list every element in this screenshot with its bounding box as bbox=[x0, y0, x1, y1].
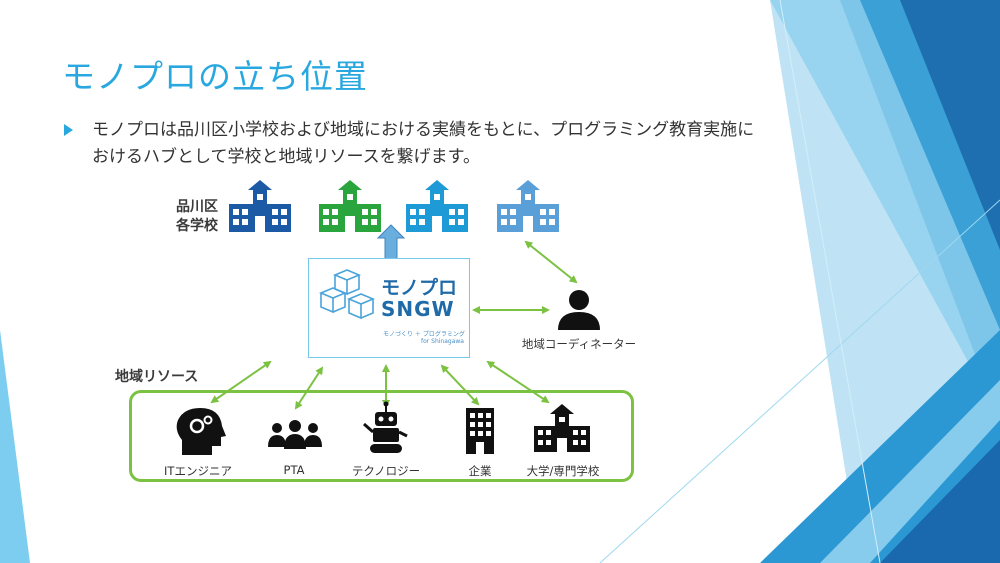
hub-subtitle-line2: for Shinagawa bbox=[421, 338, 464, 345]
school-building-icon bbox=[406, 180, 468, 232]
office-building-icon bbox=[466, 408, 494, 454]
person-icon bbox=[558, 290, 600, 330]
resources-label: 地域リソース bbox=[115, 369, 199, 385]
cubes-logo-icon bbox=[318, 269, 376, 320]
connector-company bbox=[440, 364, 480, 406]
resources-box bbox=[129, 390, 634, 482]
university-icon bbox=[534, 404, 590, 452]
connector-it-engineer bbox=[210, 360, 272, 404]
resource-label-technology: テクノロジー bbox=[351, 464, 421, 478]
school-building-icon bbox=[319, 180, 381, 232]
resource-label-company: 企業 bbox=[468, 464, 492, 478]
bullet-arrow-icon bbox=[64, 124, 73, 136]
coordinator-label: 地域コーディネーター bbox=[521, 337, 637, 351]
school-building-icon bbox=[497, 180, 559, 232]
hub-subtitle-line1: モノづくり ＋ プログラミング bbox=[383, 331, 465, 338]
head-gears-icon bbox=[176, 408, 226, 455]
connector-school-coordinator bbox=[524, 240, 578, 284]
school-building-icon bbox=[229, 180, 291, 232]
hub-name-line2: SNGW bbox=[381, 297, 455, 321]
connector-university bbox=[486, 360, 550, 404]
robot-icon bbox=[363, 401, 408, 453]
hub-name-line1: モノプロ bbox=[381, 277, 458, 299]
slide-title: モノプロの立ち位置 bbox=[62, 57, 368, 96]
connector-pta bbox=[294, 366, 324, 410]
resource-label-university: 大学/専門学校 bbox=[526, 464, 600, 478]
people-group-icon bbox=[268, 420, 322, 449]
bullet-text: モノプロは品川区小学校および地域における実績をもとに、プログラミング教育実施にお… bbox=[92, 120, 755, 167]
schools-label-text: 品川区 各学校 bbox=[176, 199, 218, 234]
resource-label-it-engineer: ITエンジニア bbox=[164, 464, 232, 478]
monopro-hub-box: モノプロ SNGW モノづくり ＋ プログラミング for Shinagawa bbox=[308, 258, 470, 358]
resource-label-pta: PTA bbox=[283, 463, 305, 477]
schools-label: 品川区 各学校 bbox=[160, 198, 218, 236]
